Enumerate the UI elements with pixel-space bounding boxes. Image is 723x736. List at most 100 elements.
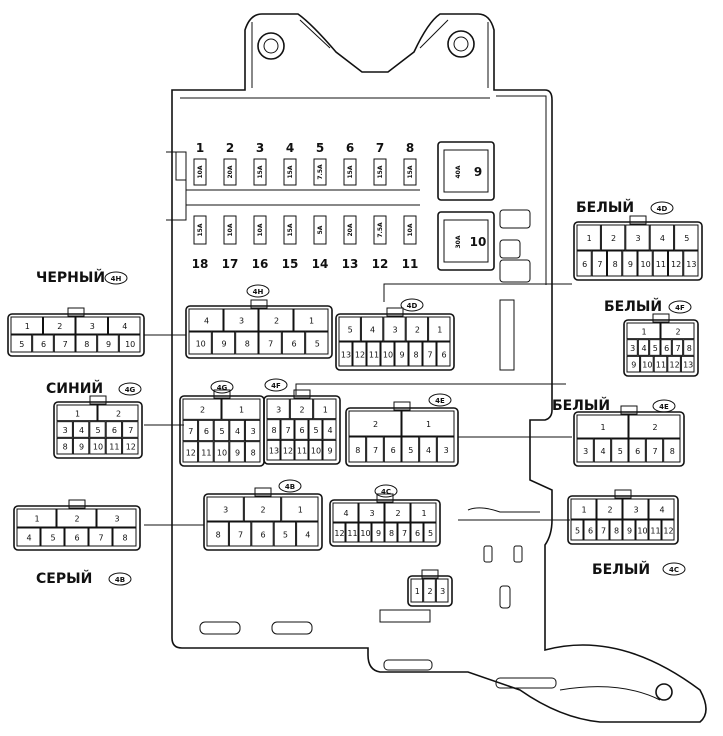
fuse-number: 16 xyxy=(252,257,269,271)
fuse-rating: 5A xyxy=(317,225,324,234)
connector-pin-cell xyxy=(112,527,137,547)
pin-number: 13 xyxy=(341,351,351,360)
fuse-body xyxy=(223,215,237,245)
fuse-number: 3 xyxy=(256,141,264,155)
svg-text:4E: 4E xyxy=(659,403,669,411)
pin-number: 2 xyxy=(373,420,378,429)
connector-pin-cell xyxy=(622,519,636,541)
connector-pin-cell xyxy=(56,404,98,422)
fuse-5: 57.5A xyxy=(313,141,327,186)
connector-pin-cell xyxy=(384,522,398,543)
pin-number: 9 xyxy=(235,448,240,457)
pin-number: 8 xyxy=(355,446,360,455)
svg-text:4G: 4G xyxy=(217,384,228,392)
pin-number: 1 xyxy=(437,326,442,335)
connector-pin-cell xyxy=(53,334,76,353)
svg-text:4B: 4B xyxy=(115,576,125,584)
pin-number: 9 xyxy=(327,447,332,456)
pin-number: 10 xyxy=(93,443,103,452)
fuse-number: 7 xyxy=(376,141,384,155)
connector-pin-cell xyxy=(56,508,97,528)
connector-pin-cell xyxy=(322,419,337,440)
pin-number: 8 xyxy=(251,448,256,457)
connector-pin-cell xyxy=(383,436,402,463)
connector-latch xyxy=(213,389,231,399)
pin-number: 4 xyxy=(305,531,310,540)
fuse-number: 6 xyxy=(346,141,354,155)
pin-number: 6 xyxy=(588,527,593,536)
connector-pin-cell xyxy=(683,250,699,277)
pin-number: 7 xyxy=(128,426,133,435)
pin-number: 12 xyxy=(334,529,344,538)
connector-pin-cell xyxy=(289,398,314,420)
fuse-rating: 15A xyxy=(407,165,414,178)
connector-pin-cell xyxy=(313,398,337,420)
pin-number: 1 xyxy=(323,405,328,414)
connector-latch xyxy=(250,299,268,309)
connector-pin-cell xyxy=(244,419,261,442)
connector-latch xyxy=(67,307,85,317)
pin-number: 8 xyxy=(613,260,618,269)
connector-pin-cell xyxy=(266,419,281,440)
connector-pin-cell xyxy=(96,508,137,528)
pin-number: 3 xyxy=(276,405,281,414)
fuse-rating: 20A xyxy=(227,165,234,178)
connector-pin-cell xyxy=(243,496,282,522)
pin-number: 9 xyxy=(79,443,84,452)
connector-pin-cell xyxy=(410,502,437,523)
pin-number: 1 xyxy=(641,327,646,336)
pin-number: 12 xyxy=(186,448,196,457)
tag-center-c: 4C xyxy=(374,484,398,498)
connector-pin-cell xyxy=(294,439,309,461)
connector-pin-cell xyxy=(405,316,429,342)
pin-number: 3 xyxy=(392,326,397,335)
connector-pin-cell xyxy=(188,308,224,332)
pin-number: 7 xyxy=(63,340,68,349)
pin-number: 11 xyxy=(297,447,307,456)
connector-pin-cell xyxy=(661,519,675,541)
fuse-number: 14 xyxy=(312,257,329,271)
connector-pin-cell xyxy=(305,331,329,355)
pin-number: 8 xyxy=(122,534,127,543)
connector-pin-cell xyxy=(645,438,664,463)
pin-number: 9 xyxy=(631,361,636,370)
pin-number: 6 xyxy=(299,426,304,435)
fuse-rating: 10A xyxy=(197,165,204,178)
connector-pin-cell xyxy=(626,322,661,340)
pin-number: 4 xyxy=(426,446,431,455)
connector-latch xyxy=(376,493,394,503)
fuse-number: 10 xyxy=(470,235,487,249)
fuse-rating: 20A xyxy=(347,223,354,236)
connector-latch xyxy=(629,215,647,225)
connector-pin-cell xyxy=(408,341,423,367)
pin-number: 4 xyxy=(79,426,84,435)
connector-pin-cell xyxy=(308,439,323,461)
connector-pin-cell xyxy=(281,496,319,522)
connector-pin-cell xyxy=(609,519,623,541)
pin-number: 7 xyxy=(268,340,273,349)
fuse-body xyxy=(253,158,267,186)
connector-pin-cell xyxy=(64,527,89,547)
connector-pin-cell xyxy=(266,398,290,420)
fuse-body xyxy=(193,158,207,186)
pin-number: 5 xyxy=(19,340,24,349)
pin-number: 10 xyxy=(311,447,321,456)
connector-pin-cell xyxy=(258,331,282,355)
pin-number: 7 xyxy=(402,529,407,538)
pin-number: 1 xyxy=(239,406,244,415)
pin-number: 11 xyxy=(650,527,660,536)
connector-pin-cell xyxy=(266,439,281,461)
connector-pin-cell xyxy=(428,316,451,342)
pin-number: 6 xyxy=(291,340,296,349)
fuse-number: 11 xyxy=(402,257,419,271)
pin-number: 1 xyxy=(309,317,314,326)
connector-pin-cell xyxy=(410,578,424,603)
pin-number: 10 xyxy=(360,529,370,538)
connector-pin-cell xyxy=(211,331,236,355)
pin-number: 4 xyxy=(370,326,375,335)
